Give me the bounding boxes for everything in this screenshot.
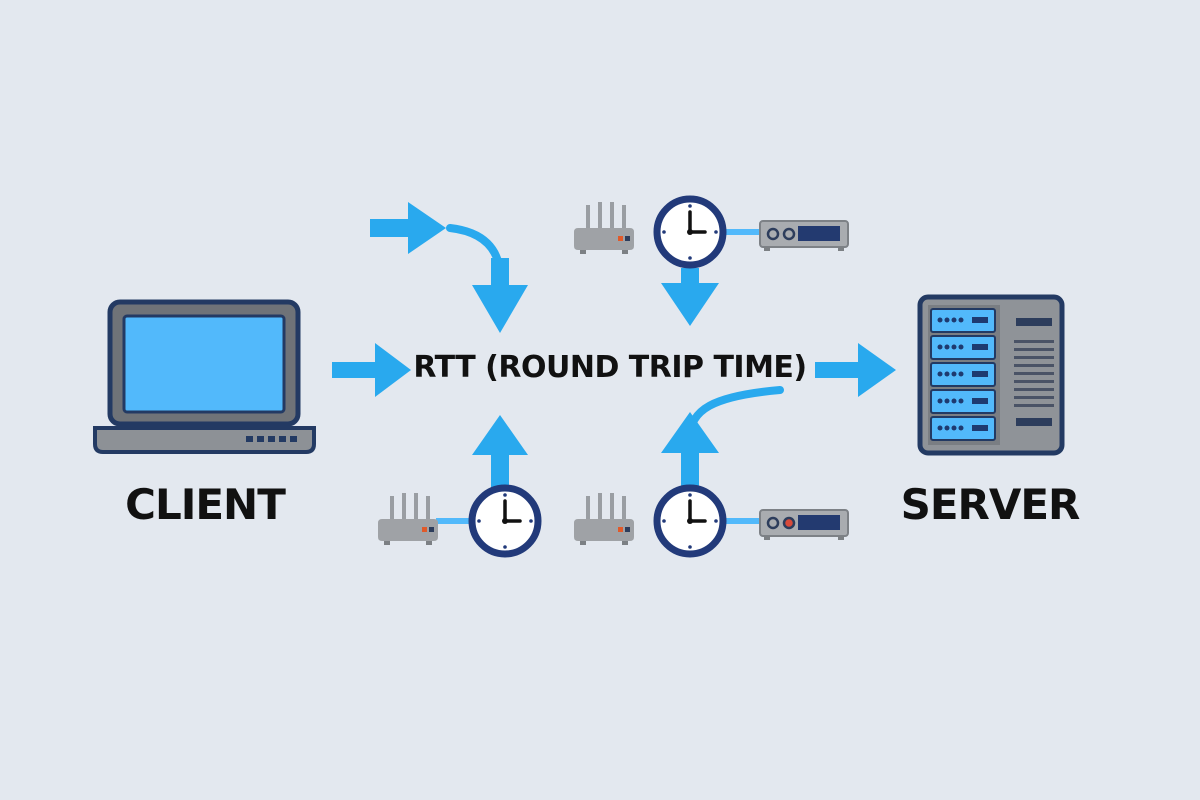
arrow-bottom-right-up <box>661 412 719 490</box>
arrow-top-left-down <box>472 258 528 333</box>
server-rack-icon <box>917 294 1065 456</box>
arrow-client-to-rtt <box>332 343 411 397</box>
rtt-title: RTT (ROUND TRIP TIME) <box>413 350 807 385</box>
clock-icon <box>468 484 542 558</box>
arrow-top-left-right <box>370 202 446 254</box>
clock-icon <box>653 484 727 558</box>
router-icon <box>574 493 634 545</box>
curve-bottom-right <box>686 386 784 442</box>
network-appliance-icon <box>759 220 849 251</box>
network-appliance-icon <box>759 509 849 540</box>
clock-icon <box>653 195 727 269</box>
arrow-bottom-left-up <box>472 415 528 488</box>
server-label: SERVER <box>900 480 1081 529</box>
client-label: CLIENT <box>125 480 286 529</box>
laptop-icon <box>93 299 316 454</box>
arrow-rtt-to-server <box>815 343 896 397</box>
arrow-top-middle-down <box>661 268 719 326</box>
router-icon <box>574 202 634 254</box>
router-icon <box>378 493 438 545</box>
